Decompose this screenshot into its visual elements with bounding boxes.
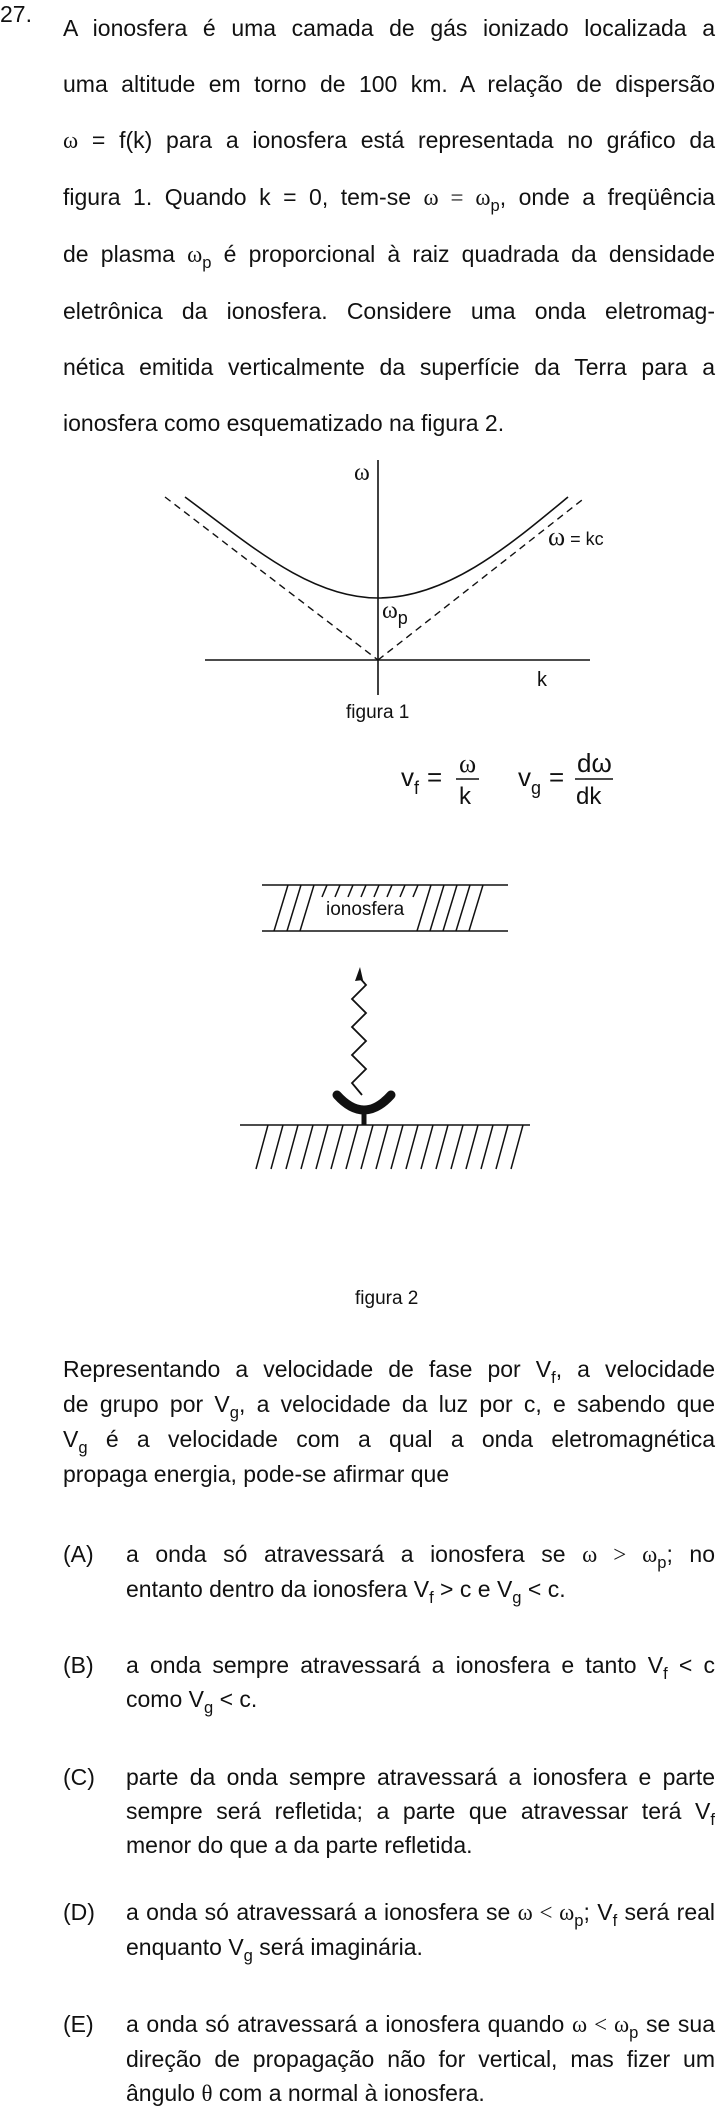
asymptote-left xyxy=(164,496,379,661)
lead-line-1: Representando a velocidade de fase por V… xyxy=(63,1356,715,1387)
question-number: 27. xyxy=(0,1,32,27)
vf-numerator: ω xyxy=(459,749,476,778)
antenna-dish-icon xyxy=(332,1090,396,1115)
wave-arrow xyxy=(350,967,368,1096)
vg-symbol: vg xyxy=(518,762,541,798)
option-d-text: a onda só atravessará a ionosfera se ω <… xyxy=(126,1899,716,1965)
intro-line-3: ω = f(k) para a ionosfera está represent… xyxy=(63,127,715,153)
velocity-formulas: vf = ω k vg = dω dk xyxy=(401,748,613,810)
ionosphere-label: ionosfera xyxy=(326,899,405,920)
wave-zigzag xyxy=(350,976,368,1096)
asymptote-label: ω = kc xyxy=(548,522,604,551)
intro-line-4: figura 1. Quando k = 0, tem-se ω = ωp, o… xyxy=(63,184,715,215)
plasma-frequency-label: ωp xyxy=(382,598,408,628)
option-d-label: (D) xyxy=(63,1899,95,1925)
vf-denominator: k xyxy=(459,783,472,810)
option-a-text: a onda só atravessará a ionosfera se ω >… xyxy=(126,1541,715,1607)
vf-symbol: vf xyxy=(401,762,420,798)
omega-equals-omega-p: ω = ω xyxy=(423,185,491,210)
lead-line-4: propaga energia, pode-se afirmar que xyxy=(63,1461,450,1487)
lead-line-2: de grupo por Vg, a velocidade da luz por… xyxy=(63,1391,715,1422)
vg-equals: = xyxy=(549,762,564,792)
figure-2-caption: figura 2 xyxy=(355,1288,419,1309)
figure-2-schematic: ionosfera xyxy=(240,884,530,1170)
asymptote-right xyxy=(377,499,583,661)
option-a-label: (A) xyxy=(63,1541,94,1567)
option-c-label: (C) xyxy=(63,1764,95,1790)
option-b-text: a onda sempre atravessará a ionosfera e … xyxy=(126,1652,715,1717)
omega-symbol: ω xyxy=(63,128,79,153)
dispersion-curve xyxy=(184,496,569,599)
x-axis-label: k xyxy=(537,669,548,691)
lead-paragraph: Representando a velocidade de fase por V… xyxy=(63,1352,715,1492)
ionosphere-layer: ionosfera xyxy=(262,884,508,932)
intro-line-6: eletrônica da ionosfera. Considere uma o… xyxy=(63,298,715,324)
figure-1-dispersion-graph: ω ω = kc ωp k xyxy=(164,460,604,695)
ground-hatching xyxy=(255,1124,524,1170)
intro-line-5: de plasma ωp é proporcional à raiz quadr… xyxy=(63,241,715,272)
y-axis-label: ω xyxy=(354,460,370,486)
intro-line-1: A ionosfera é uma camada de gás ionizado… xyxy=(63,15,715,41)
question-intro: A ionosfera é uma camada de gás ionizado… xyxy=(63,0,715,451)
lead-line-3: Vg é a velocidade com a qual a onda elet… xyxy=(63,1426,715,1457)
vg-denominator: dk xyxy=(576,783,602,810)
omega-p-symbol: ω xyxy=(187,242,203,267)
wave-arrowhead xyxy=(355,967,363,981)
vf-equals: = xyxy=(427,762,442,792)
vg-numerator: dω xyxy=(577,748,612,778)
option-c-text: parte da onda sempre atravessará a ionos… xyxy=(126,1764,715,1858)
figure-1-caption: figura 1 xyxy=(346,702,410,723)
option-e-text: a onda só atravessará a ionosfera quando… xyxy=(126,2011,715,2106)
intro-line-7: nética emitida verticalmente da superfíc… xyxy=(63,354,715,380)
intro-line-2: uma altitude em torno de 100 km. A relaç… xyxy=(63,71,715,97)
ground-surface xyxy=(240,1124,530,1170)
ionosphere-hatching xyxy=(273,884,484,932)
intro-line-8: ionosfera como esquematizado na figura 2… xyxy=(63,410,505,436)
option-e-label: (E) xyxy=(63,2011,94,2037)
option-b-label: (B) xyxy=(63,1652,94,1678)
